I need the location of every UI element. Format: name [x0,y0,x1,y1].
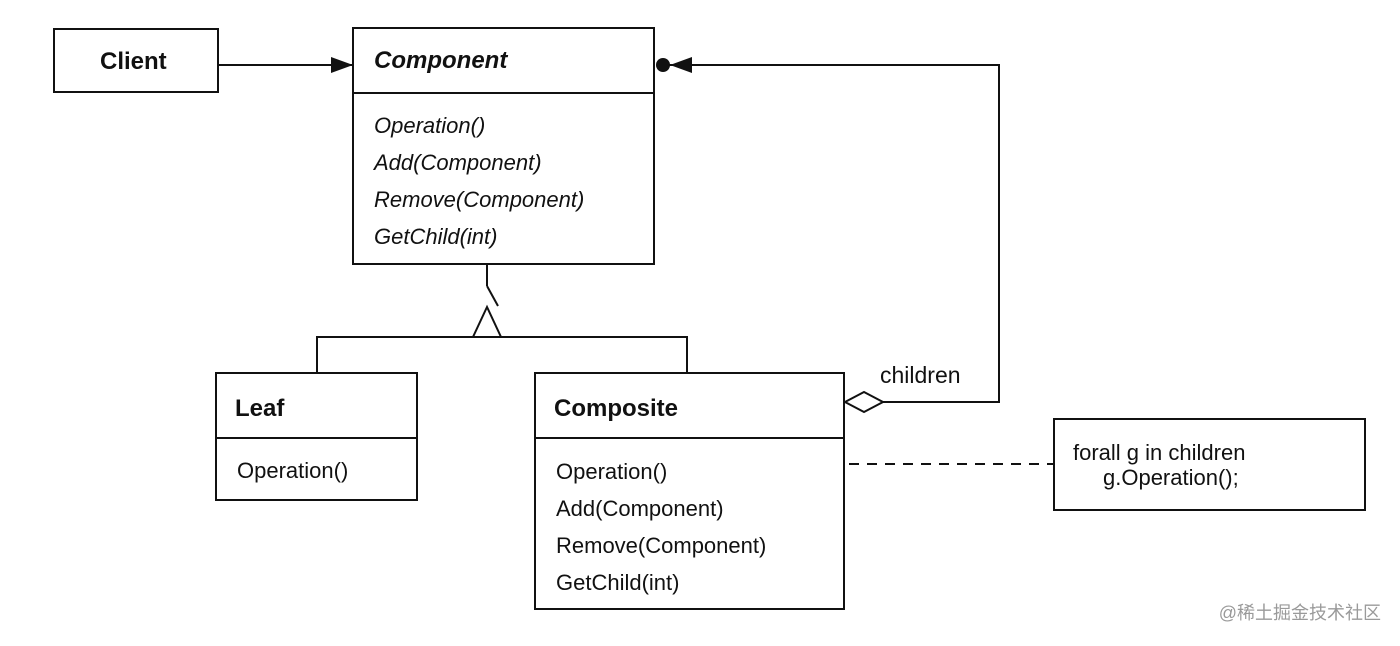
leaf-operation: Operation() [237,458,349,483]
component-operation: Operation() [374,113,486,138]
aggregation-diamond-icon [842,390,886,414]
children-arrowhead-icon [670,57,692,73]
implementation-note: forall g in children g.Operation(); [1053,418,1366,511]
generalization-branch-line [316,336,688,373]
composite-class: Composite Operation() Add(Component) Rem… [534,372,845,610]
association-dot-icon [656,58,670,72]
composite-operation: Remove(Component) [556,533,767,558]
component-operation: GetChild(int) [374,224,498,249]
children-association-label: children [880,362,961,388]
component-operations-section: Operation() Add(Component) Remove(Compon… [354,92,653,267]
component-class-title: Component [374,47,508,74]
leaf-operations-section: Operation() [217,437,416,503]
leaf-class-title: Leaf [235,395,285,422]
generalization-stem-line-lower [486,285,499,307]
composite-class-title: Composite [554,395,679,422]
note-line-2: g.Operation(); [1103,465,1239,490]
component-class: Component Operation() Add(Component) Rem… [352,27,655,265]
component-operations-list: Operation() Add(Component) Remove(Compon… [374,107,643,255]
watermark: @稀土掘金技术社区 [1218,603,1381,623]
component-operation: Remove(Component) [374,187,585,212]
note-line-1: forall g in children [1073,440,1246,465]
generalization-triangle-icon [471,304,503,338]
client-class-title: Client [100,48,167,75]
leaf-class: Leaf Operation() [215,372,418,501]
composite-children-aggregation-line [668,64,1000,403]
leaf-operations-list: Operation() [237,452,406,489]
composite-operation: Operation() [556,459,668,484]
association-arrowhead-icon [331,57,353,73]
composite-operations-list: Operation() Add(Component) Remove(Compon… [556,453,833,601]
composite-operations-section: Operation() Add(Component) Remove(Compon… [536,437,843,612]
composite-operation: GetChild(int) [556,570,680,595]
client-class: Client [53,28,219,93]
component-operation: Add(Component) [374,150,542,175]
composite-operation: Add(Component) [556,496,724,521]
